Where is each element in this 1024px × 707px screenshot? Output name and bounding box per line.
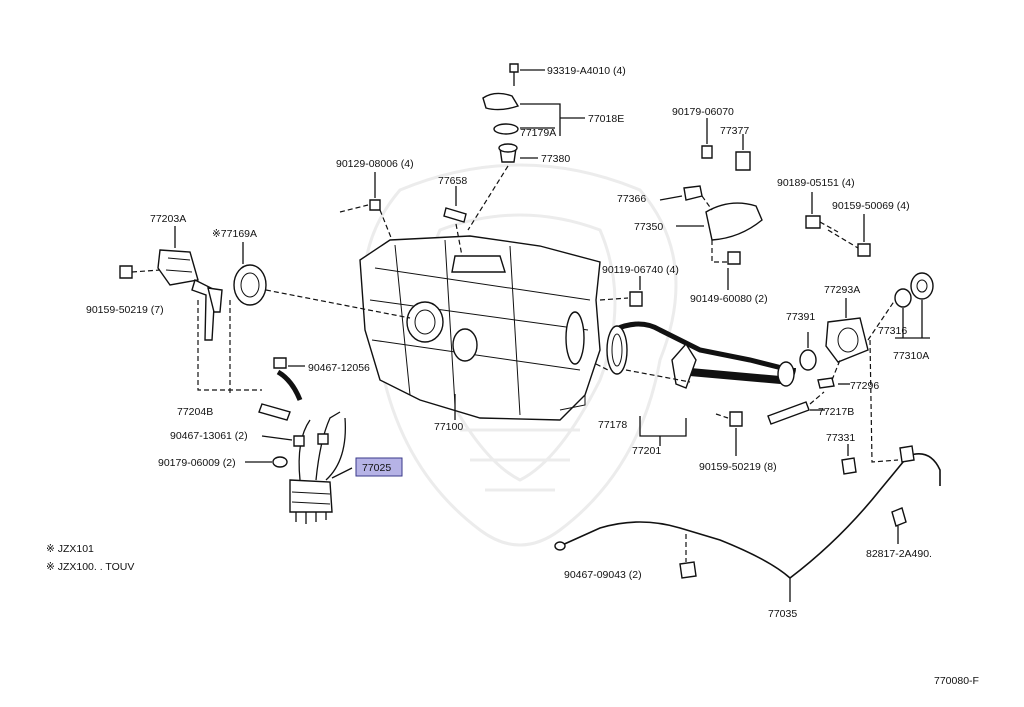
hinge-77377[interactable] — [735, 134, 751, 171]
label-77179A[interactable]: 77179A — [520, 127, 556, 139]
label-90149[interactable]: 90149-60080 (2) — [690, 293, 768, 305]
label-77350[interactable]: 77350 — [634, 221, 663, 233]
label-77377[interactable]: 77377 — [720, 125, 749, 137]
gasket-77178[interactable] — [595, 325, 691, 383]
cable-77035[interactable] — [554, 445, 941, 602]
label-77296[interactable]: 77296 — [850, 380, 879, 392]
pump-assembly-77025[interactable] — [289, 411, 347, 524]
label-77380[interactable]: 77380 — [541, 153, 570, 165]
label-90179-06070[interactable]: 90179-06070 — [672, 106, 734, 118]
label-90159-50219-8[interactable]: 90159-50219 (8) — [699, 461, 777, 473]
label-77025: 77025 — [362, 462, 391, 474]
label-77391[interactable]: 77391 — [786, 311, 815, 323]
label-77100[interactable]: 77100 — [434, 421, 463, 433]
label-77293A[interactable]: 77293A — [824, 284, 860, 296]
diagram-code: 770080-F — [934, 675, 979, 687]
spring-77366[interactable] — [659, 185, 713, 211]
label-93319[interactable]: 93319-A4010 (4) — [547, 65, 626, 77]
fuel-tank-77100[interactable] — [359, 235, 601, 421]
opener-77331[interactable] — [841, 339, 899, 475]
label-77203A[interactable]: 77203A — [150, 213, 186, 225]
clamp-90467-09043[interactable] — [679, 534, 697, 579]
label-90179-06009[interactable]: 90179-06009 (2) — [158, 457, 236, 469]
bolt-93319[interactable] — [509, 63, 545, 86]
label-77316[interactable]: 77316 — [878, 325, 907, 337]
filter-77380[interactable] — [467, 143, 538, 231]
label-77178[interactable]: 77178 — [598, 419, 627, 431]
nut-90179-06070[interactable] — [701, 118, 713, 159]
label-90467-13061[interactable]: 90467-13061 (2) — [170, 430, 248, 442]
grommet-90189[interactable] — [805, 192, 839, 233]
label-90467-12056[interactable]: 90467-12056 — [308, 362, 370, 374]
cap-77310A[interactable] — [867, 272, 934, 341]
screw-90149[interactable] — [711, 240, 741, 290]
label-77331[interactable]: 77331 — [826, 432, 855, 444]
label-77658[interactable]: 77658 — [438, 175, 467, 187]
clamp-82817[interactable] — [891, 507, 907, 544]
bracket-77293A[interactable] — [825, 298, 869, 363]
hose-77296[interactable] — [817, 359, 850, 389]
label-77366[interactable]: 77366 — [617, 193, 646, 205]
bolt-90119[interactable] — [599, 276, 643, 307]
clip-90467-12056[interactable] — [273, 357, 305, 401]
label-90189[interactable]: 90189-05151 (4) — [777, 177, 855, 189]
lid-77350[interactable] — [676, 202, 763, 241]
guide-line-pump — [197, 300, 262, 395]
grommet-77658[interactable] — [443, 186, 467, 257]
label-90159-50219-7[interactable]: 90159-50219 (7) — [86, 304, 164, 316]
screw-90159-50069[interactable] — [827, 214, 871, 257]
label-77169A[interactable]: ※77169A — [212, 228, 257, 240]
bracket-77203A[interactable] — [157, 226, 223, 341]
label-77201[interactable]: 77201 — [632, 445, 661, 457]
label-90129[interactable]: 90129-08006 (4) — [336, 158, 414, 170]
bolt-90159-right[interactable] — [715, 411, 743, 456]
legend-jzx101: ※ JZX101 — [46, 543, 94, 555]
hose-77217B[interactable] — [767, 391, 825, 425]
label-90467-09043[interactable]: 90467-09043 (2) — [564, 569, 642, 581]
label-77310A[interactable]: 77310A — [893, 350, 929, 362]
label-77217B[interactable]: 77217B — [818, 406, 854, 418]
label-77204B[interactable]: 77204B — [177, 406, 213, 418]
bolt-90159-left[interactable] — [119, 265, 161, 279]
label-77035[interactable]: 77035 — [768, 608, 797, 620]
label-82817[interactable]: 82817-2A490. — [866, 548, 932, 560]
hose-77204B[interactable] — [258, 403, 291, 421]
label-77018E[interactable]: 77018E — [588, 113, 624, 125]
label-90119[interactable]: 90119-06740 (4) — [602, 264, 679, 276]
legend-jzx100: ※ JZX100. . TOUV — [46, 561, 134, 573]
filler-pipe-77201[interactable] — [612, 321, 796, 446]
label-77025-highlighted[interactable]: 77025 — [355, 457, 403, 477]
clip-90467-13061[interactable] — [261, 433, 329, 447]
label-90159-50069[interactable]: 90159-50069 (4) — [832, 200, 910, 212]
nut-90179-06009[interactable] — [245, 456, 288, 468]
leader-77025 — [331, 467, 353, 479]
bolt-90129[interactable] — [339, 172, 393, 241]
gasket-77169A[interactable] — [233, 242, 411, 319]
clamp-77018E[interactable] — [482, 92, 585, 136]
ring-77391[interactable] — [799, 332, 817, 371]
